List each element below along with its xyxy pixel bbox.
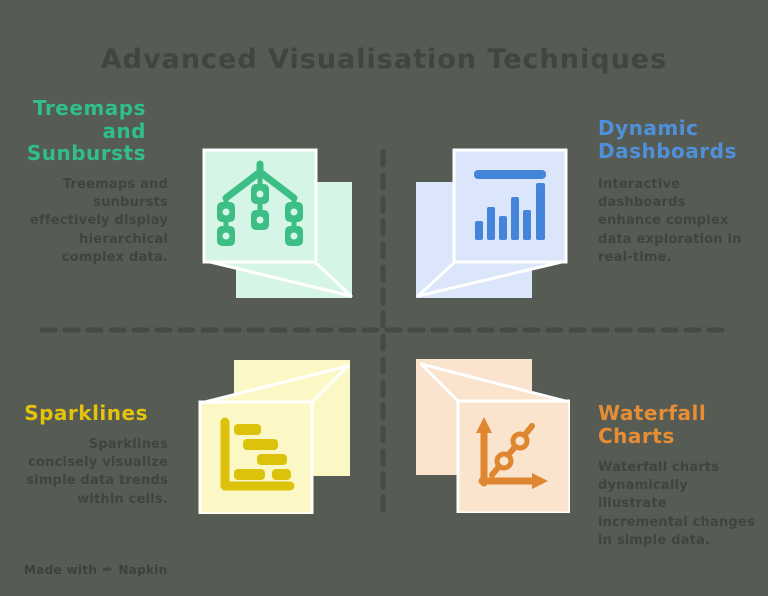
dashboards-sticker: [416, 148, 568, 298]
treemaps-description: Treemaps and sunbursts effectively displ…: [30, 177, 168, 265]
dashboards-heading: Dynamic Dashboards: [598, 116, 737, 163]
sparklines-heading: Sparklines: [24, 401, 148, 425]
treemaps-sticker: [202, 148, 353, 298]
sparklines-sticker: [198, 360, 350, 514]
napkin-brand: Napkin: [118, 563, 168, 577]
bar-chart-icon: [474, 170, 546, 240]
treemaps-heading: Treemaps and Sunbursts: [26, 96, 146, 166]
made-with-label: Made with: [24, 563, 98, 577]
sparklines-description: Sparklines concisely visualize simple da…: [26, 437, 168, 507]
footer-credit: Made with ✒ Napkin: [24, 563, 168, 577]
waterfall-sticker: [416, 359, 570, 513]
waterfall-description: Waterfall charts dynamically illustrate …: [598, 460, 755, 548]
pen-icon: ✒: [102, 562, 114, 578]
gantt-bars-icon: [220, 417, 295, 491]
page-title: Advanced Visualisation Techniques: [100, 44, 668, 75]
dashboards-description: Interactive dashboards enhance complex d…: [598, 177, 742, 265]
trend-line-axes-icon: [476, 417, 548, 489]
waterfall-heading: Waterfall Charts: [598, 401, 707, 448]
tree-hierarchy-icon: [217, 160, 303, 246]
